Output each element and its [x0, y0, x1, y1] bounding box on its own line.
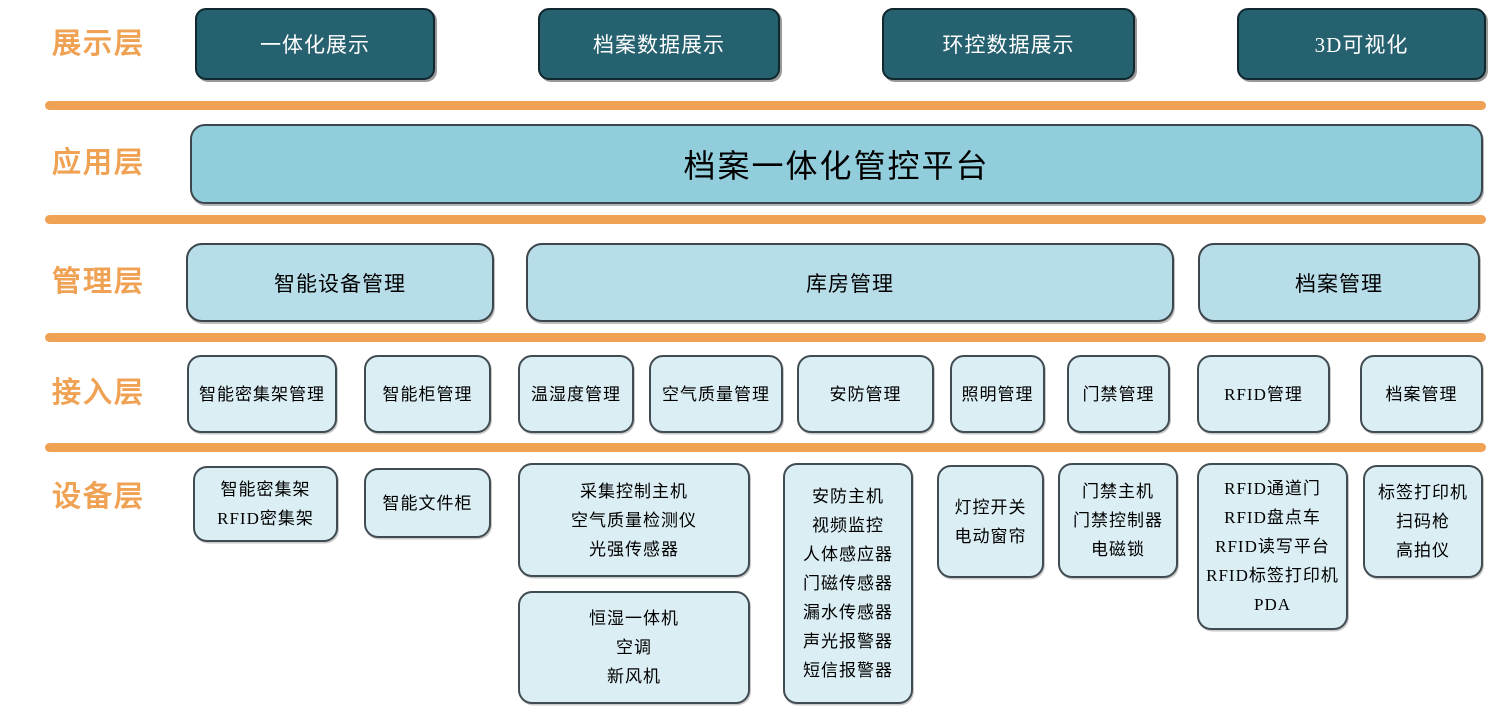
- box-3d-visualization: 3D可视化: [1237, 8, 1486, 80]
- layer-label-application: 应用层: [52, 147, 146, 179]
- box-printer-scanner-devices: 标签打印机 扫码枪 高拍仪: [1363, 465, 1483, 578]
- box-dense-rack-mgmt: 智能密集架管理: [187, 355, 337, 433]
- box-env-data-display: 环控数据展示: [882, 8, 1135, 80]
- box-dense-rack-devices: 智能密集架 RFID密集架: [193, 466, 338, 542]
- divider-line-3: [45, 333, 1486, 342]
- box-rfid-mgmt: RFID管理: [1197, 355, 1330, 433]
- divider-line-2: [45, 215, 1486, 224]
- box-lighting-mgmt: 照明管理: [950, 355, 1045, 433]
- box-rfid-devices: RFID通道门 RFID盘点车 RFID读写平台 RFID标签打印机 PDA: [1197, 463, 1348, 630]
- box-access-control-mgmt: 门禁管理: [1067, 355, 1170, 433]
- box-security-devices: 安防主机 视频监控 人体感应器 门磁传感器 漏水传感器 声光报警器 短信报警器: [783, 463, 913, 704]
- layer-label-display: 展示层: [52, 28, 146, 60]
- box-archive-data-display: 档案数据展示: [538, 8, 780, 80]
- box-archive-mgmt-access: 档案管理: [1360, 355, 1483, 433]
- box-smart-file-cabinet: 智能文件柜: [364, 468, 491, 538]
- box-unified-platform: 档案一体化管控平台: [190, 124, 1483, 204]
- box-smart-device-mgmt: 智能设备管理: [186, 243, 494, 322]
- box-temp-humidity-mgmt: 温湿度管理: [518, 355, 634, 433]
- box-collection-host-devices: 采集控制主机 空气质量检测仪 光强传感器: [518, 463, 750, 577]
- layer-label-device: 设备层: [52, 481, 146, 513]
- box-hvac-devices: 恒湿一体机 空调 新风机: [518, 591, 750, 704]
- box-lighting-devices: 灯控开关 电动窗帘: [937, 465, 1044, 578]
- layer-label-access: 接入层: [52, 377, 146, 409]
- box-security-mgmt: 安防管理: [797, 355, 934, 433]
- box-integrated-display: 一体化展示: [195, 8, 435, 80]
- box-smart-cabinet-mgmt: 智能柜管理: [364, 355, 491, 433]
- box-air-quality-mgmt: 空气质量管理: [649, 355, 783, 433]
- divider-line-4: [45, 443, 1486, 452]
- layer-label-management: 管理层: [52, 266, 146, 298]
- box-warehouse-mgmt: 库房管理: [526, 243, 1174, 322]
- divider-line-1: [45, 101, 1486, 110]
- box-archive-mgmt: 档案管理: [1198, 243, 1480, 322]
- box-door-devices: 门禁主机 门禁控制器 电磁锁: [1058, 463, 1178, 578]
